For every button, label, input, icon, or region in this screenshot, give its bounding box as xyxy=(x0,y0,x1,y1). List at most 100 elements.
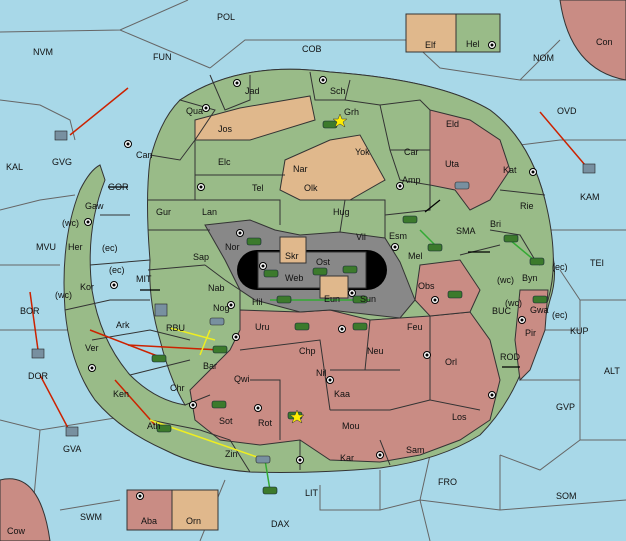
coast-kor-ec: (ec) xyxy=(109,265,125,275)
label-cob: COB xyxy=(302,44,322,54)
label-gur: Gur xyxy=(156,207,171,217)
label-gvp: GVP xyxy=(556,402,575,412)
label-her: Her xyxy=(68,242,83,252)
label-orl: Orl xyxy=(445,357,457,367)
label-sam: Sam xyxy=(406,445,425,455)
label-orn: Orn xyxy=(186,516,201,526)
label-ost: Ost xyxy=(316,257,331,267)
label-car: Car xyxy=(404,147,419,157)
label-gaw: Gaw xyxy=(85,201,104,211)
label-jos: Jos xyxy=(218,124,233,134)
label-rod: ROD xyxy=(500,352,521,362)
label-vil: Vil xyxy=(356,232,366,242)
label-sap: Sap xyxy=(193,252,209,262)
label-gvg: GVG xyxy=(52,157,72,167)
label-nor: Nor xyxy=(225,242,240,252)
label-fun: FUN xyxy=(153,52,172,62)
move-orders xyxy=(29,87,586,429)
skr-region xyxy=(279,236,307,264)
label-qwi: Qwi xyxy=(234,374,250,384)
label-nil: Nil xyxy=(316,368,327,378)
label-ver: Ver xyxy=(85,343,99,353)
coast-gwa-ec: (ec) xyxy=(552,310,568,320)
label-ovd: OVD xyxy=(557,106,577,116)
label-kam: KAM xyxy=(580,192,600,202)
label-feu: Feu xyxy=(407,322,423,332)
label-kaa: Kaa xyxy=(334,389,350,399)
label-sun: Sun xyxy=(360,294,376,304)
label-ken: Ken xyxy=(113,389,129,399)
label-elf: Elf xyxy=(425,40,436,50)
label-obs: Obs xyxy=(418,281,435,291)
coast-byn-wc: (wc) xyxy=(497,275,514,285)
label-rie: Rie xyxy=(520,201,534,211)
label-aba: Aba xyxy=(141,516,157,526)
uta-region xyxy=(429,109,511,211)
supply-centers xyxy=(84,41,537,500)
label-tel: Tel xyxy=(252,183,264,193)
coast-arrows xyxy=(108,186,520,368)
province-borders xyxy=(64,71,546,473)
label-som: SOM xyxy=(556,491,577,501)
label-sma: SMA xyxy=(456,226,476,236)
label-yok: Yok xyxy=(355,147,370,157)
label-esm: Esm xyxy=(389,231,407,241)
label-mvu: MVU xyxy=(36,242,56,252)
label-eld: Eld xyxy=(446,119,459,129)
label-mou: Mou xyxy=(342,421,360,431)
label-nog: Nog xyxy=(213,303,230,313)
southern-region xyxy=(189,309,501,463)
island-orn xyxy=(171,489,219,531)
label-nom: NOM xyxy=(533,53,554,63)
label-nab: Nab xyxy=(208,283,225,293)
island-elf xyxy=(405,13,457,53)
label-sch: Sch xyxy=(330,86,346,96)
label-chp: Chp xyxy=(299,346,316,356)
pir-region xyxy=(514,289,549,382)
coast-kor-wc: (wc) xyxy=(55,290,72,300)
label-rbu: RBU xyxy=(166,323,185,333)
label-fro: FRO xyxy=(438,477,457,487)
label-tei: TEI xyxy=(590,258,604,268)
label-mit: MIT xyxy=(136,274,152,284)
map-labels: POL NVM FUN COB NOM Con OVD KAL GVG GOR … xyxy=(6,12,620,536)
label-dax: DAX xyxy=(271,519,290,529)
capital-stars xyxy=(289,113,348,424)
label-bar: Bar xyxy=(203,361,217,371)
label-nar: Nar xyxy=(293,164,308,174)
label-can: Can xyxy=(136,150,153,160)
label-mel: Mel xyxy=(408,251,423,261)
label-web: Web xyxy=(285,273,303,283)
label-buc: BUC xyxy=(492,306,512,316)
label-bri: Bri xyxy=(490,219,501,229)
label-kar: Kar xyxy=(340,453,354,463)
label-olk: Olk xyxy=(304,183,318,193)
label-hil: Hil xyxy=(252,297,263,307)
label-rot: Rot xyxy=(258,418,273,428)
units xyxy=(31,120,596,495)
label-los: Los xyxy=(452,412,467,422)
label-kal: KAL xyxy=(6,162,23,172)
label-hug: Hug xyxy=(333,207,350,217)
label-gva: GVA xyxy=(63,444,81,454)
label-byn: Byn xyxy=(522,273,538,283)
label-elc: Elc xyxy=(218,157,231,167)
coast-her-wc: (wc) xyxy=(62,218,79,228)
label-skr: Skr xyxy=(285,251,299,261)
label-amp: Amp xyxy=(402,175,421,185)
label-jad: Jad xyxy=(245,86,260,96)
label-neu: Neu xyxy=(367,346,384,356)
label-ark: Ark xyxy=(116,320,130,330)
label-kor: Kor xyxy=(80,282,94,292)
label-pol: POL xyxy=(217,12,235,22)
label-kup: KUP xyxy=(570,326,589,336)
label-grh: Grh xyxy=(344,107,359,117)
label-lit: LIT xyxy=(305,488,319,498)
label-gwa: Gwa xyxy=(530,305,549,315)
label-alt: ALT xyxy=(604,366,620,376)
label-zin: Zin xyxy=(225,449,238,459)
label-eun: Eun xyxy=(324,294,340,304)
